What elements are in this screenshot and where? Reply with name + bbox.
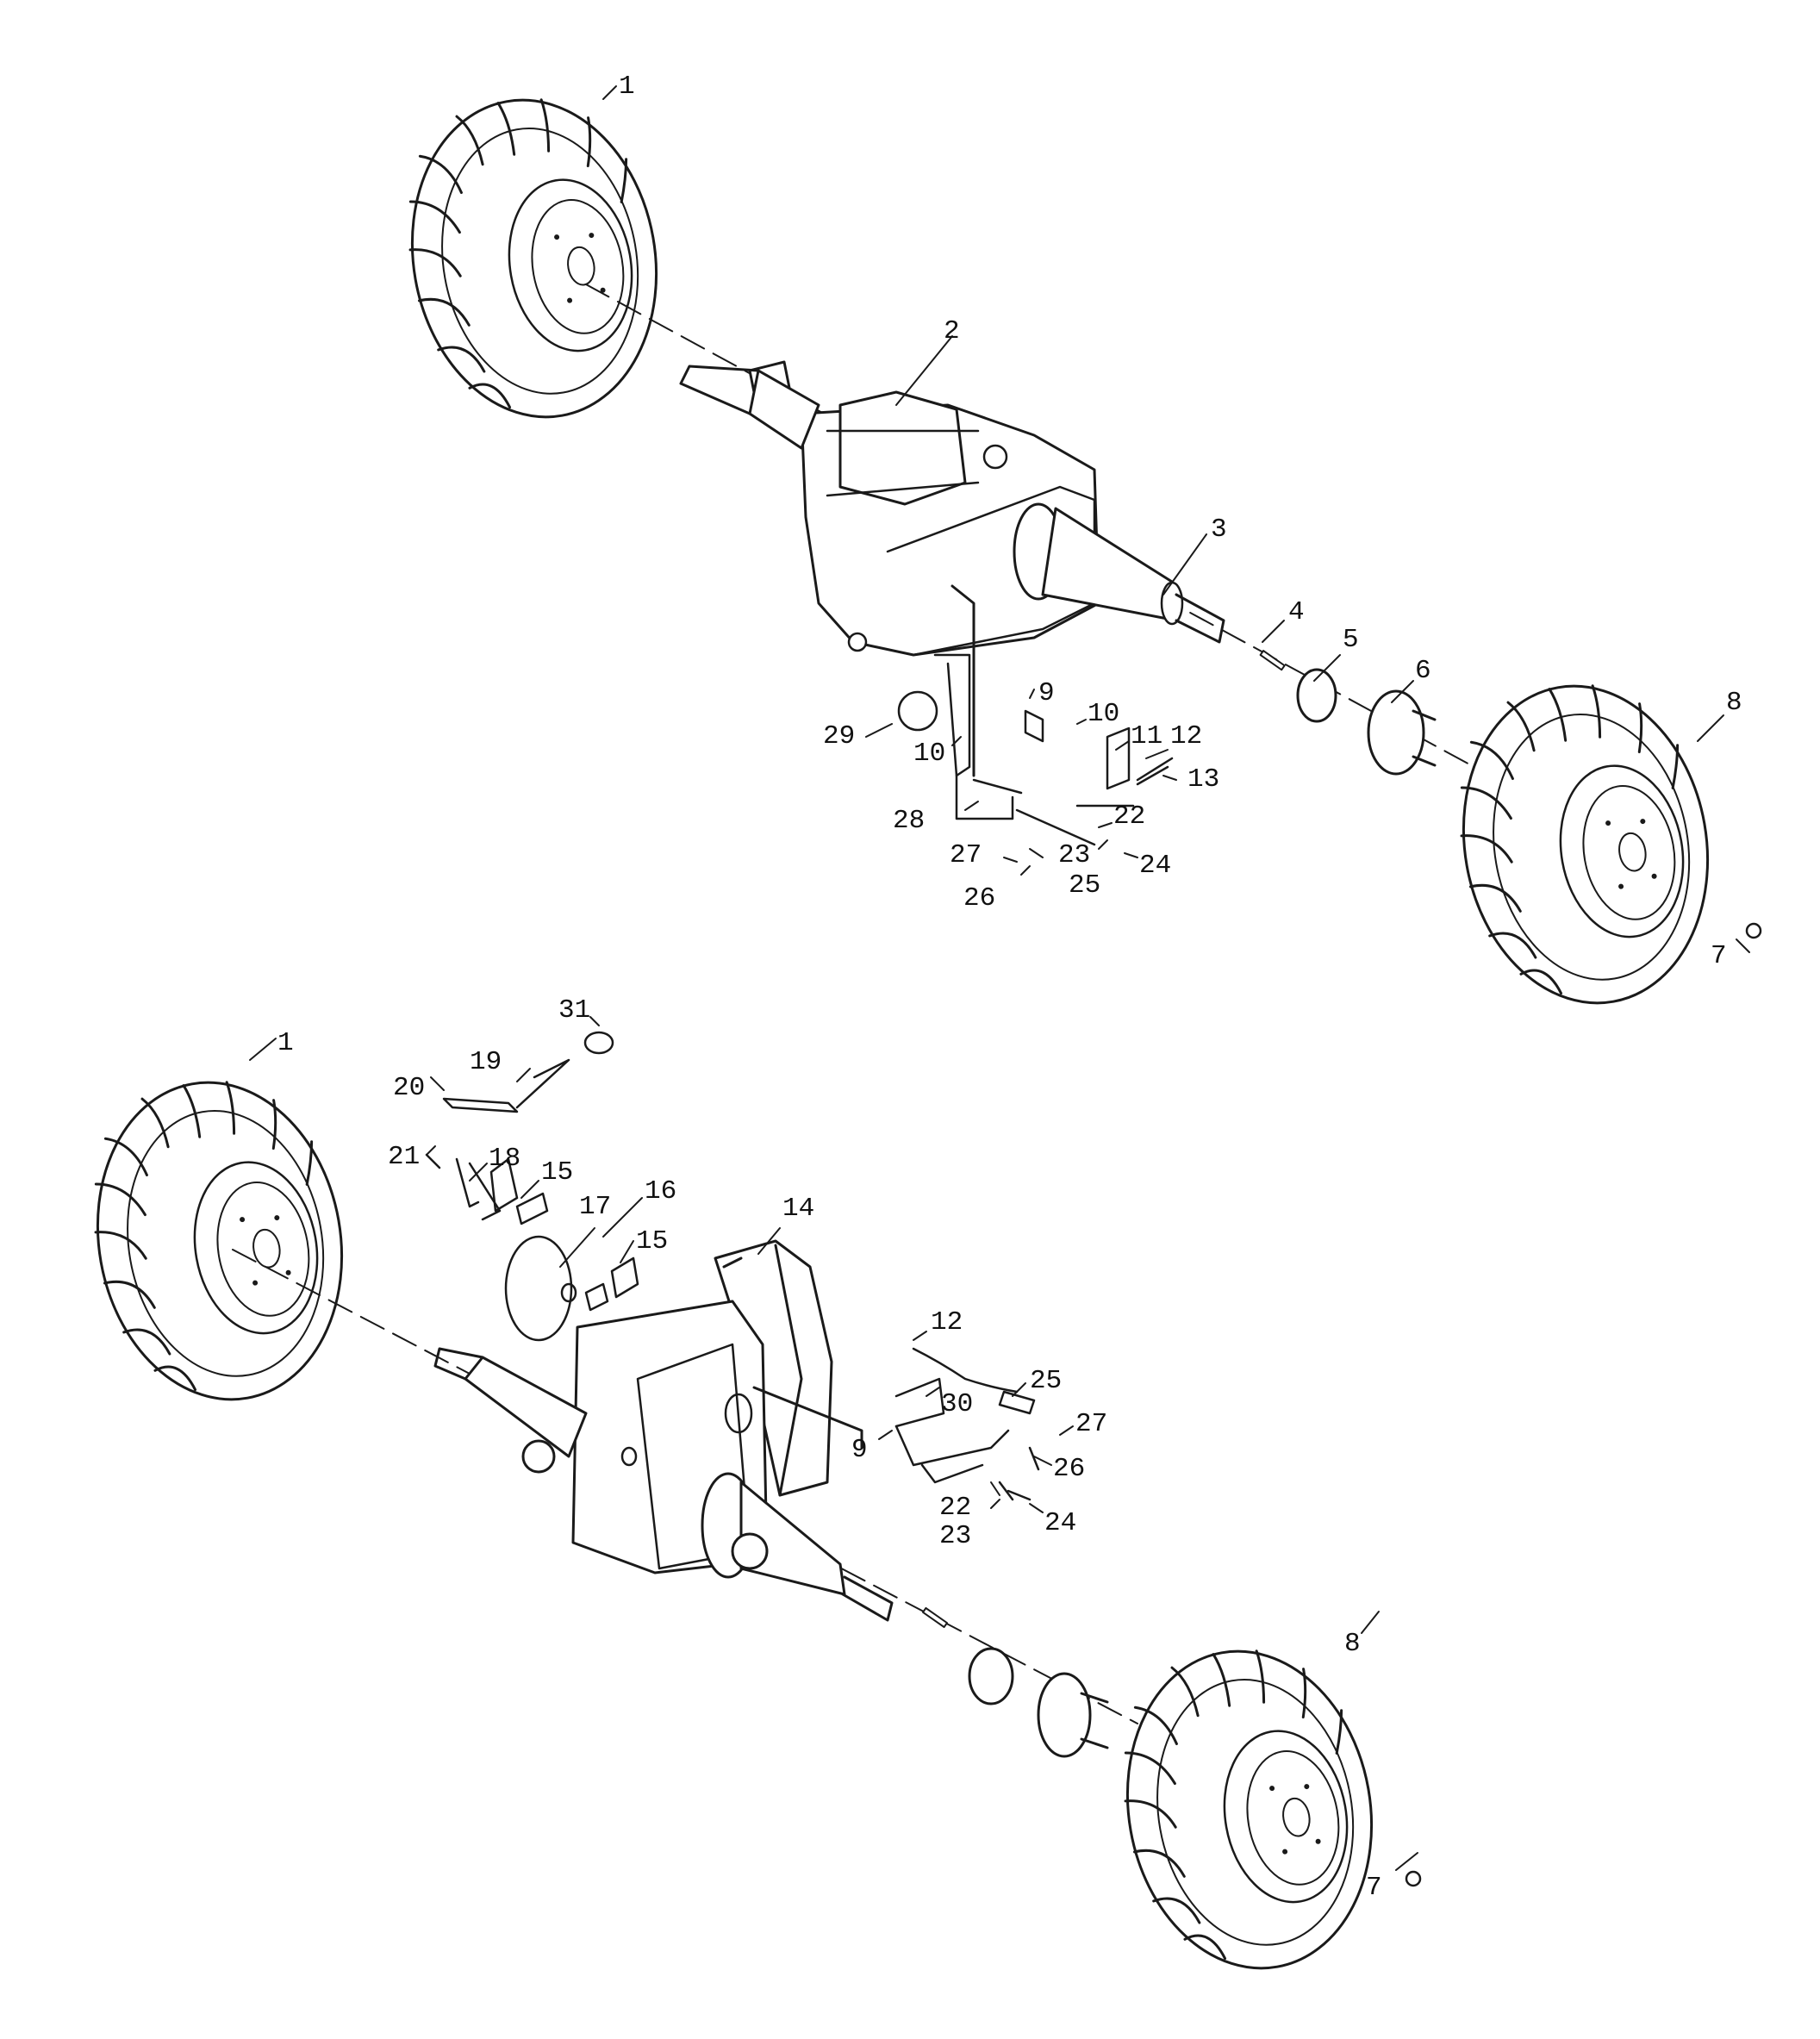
callout-u4: 4 [1288, 597, 1305, 627]
callout-u6: 6 [1415, 656, 1431, 686]
callout-u9: 9 [1038, 678, 1055, 708]
callout-u10b: 10 [913, 739, 945, 769]
upper-right-hub [1259, 650, 1437, 776]
lower-brake-parts [425, 1031, 639, 1342]
leader-lines [249, 85, 1750, 1871]
callout-l23: 23 [939, 1521, 971, 1551]
lower-shift-linkage [894, 1347, 1040, 1501]
callout-l15b: 15 [636, 1226, 668, 1256]
callout-l14: 14 [782, 1194, 814, 1224]
callout-u13: 13 [1187, 764, 1219, 795]
callout-l25: 25 [1030, 1366, 1062, 1396]
callout-l9: 9 [851, 1435, 868, 1465]
callout-u11: 11 [1131, 721, 1162, 751]
upper-shift-linkage [897, 653, 1174, 846]
callout-l19: 19 [470, 1047, 502, 1077]
callout-u1: 1 [619, 72, 635, 102]
callout-l16: 16 [645, 1176, 676, 1207]
lower-lug-nut [1405, 1870, 1422, 1887]
callout-u12: 12 [1170, 721, 1202, 751]
callout-u3: 3 [1211, 514, 1227, 545]
callout-l31: 31 [558, 995, 590, 1026]
callout-l20: 20 [393, 1073, 425, 1103]
callout-l7: 7 [1366, 1873, 1382, 1903]
lower-left-wheel [72, 1061, 368, 1421]
lower-transaxle-housing [433, 1239, 894, 1622]
upper-transaxle-housing [679, 360, 1225, 777]
lower-assembly [72, 1031, 1422, 1990]
callout-u27: 27 [950, 840, 982, 870]
callout-u10a: 10 [1088, 699, 1119, 729]
callout-u24: 24 [1139, 851, 1171, 881]
lower-right-hub [921, 1606, 1109, 1758]
callout-u25: 25 [1069, 870, 1100, 901]
callout-u5: 5 [1343, 625, 1359, 655]
callout-u22: 22 [1113, 801, 1145, 832]
callout-l12: 12 [931, 1307, 963, 1338]
callout-l18: 18 [489, 1144, 520, 1174]
callout-labels: 1 2 3 4 5 6 7 8 9 10 10 11 12 13 22 23 2… [277, 72, 1742, 1903]
upper-assembly [386, 78, 1762, 1025]
callout-l27: 27 [1075, 1409, 1107, 1439]
callout-u7: 7 [1711, 941, 1727, 971]
callout-l24: 24 [1044, 1508, 1076, 1538]
callout-l1: 1 [277, 1028, 294, 1058]
upper-lug-nut [1745, 922, 1762, 939]
callout-l22: 22 [939, 1493, 971, 1523]
callout-l15a: 15 [541, 1157, 573, 1188]
upper-right-wheel [1437, 664, 1734, 1025]
callout-u29: 29 [823, 721, 855, 751]
callout-u26: 26 [963, 883, 995, 913]
callout-u28: 28 [893, 806, 925, 836]
callout-l8: 8 [1344, 1629, 1361, 1659]
lower-right-wheel [1101, 1630, 1398, 1990]
callout-u2: 2 [944, 316, 960, 346]
callout-l26: 26 [1053, 1454, 1085, 1484]
callout-u8: 8 [1726, 688, 1742, 718]
callout-l21: 21 [388, 1142, 420, 1172]
callout-u23: 23 [1058, 840, 1090, 870]
callout-l30: 30 [941, 1389, 973, 1419]
upper-left-wheel [386, 78, 682, 439]
callout-l17: 17 [579, 1192, 611, 1222]
